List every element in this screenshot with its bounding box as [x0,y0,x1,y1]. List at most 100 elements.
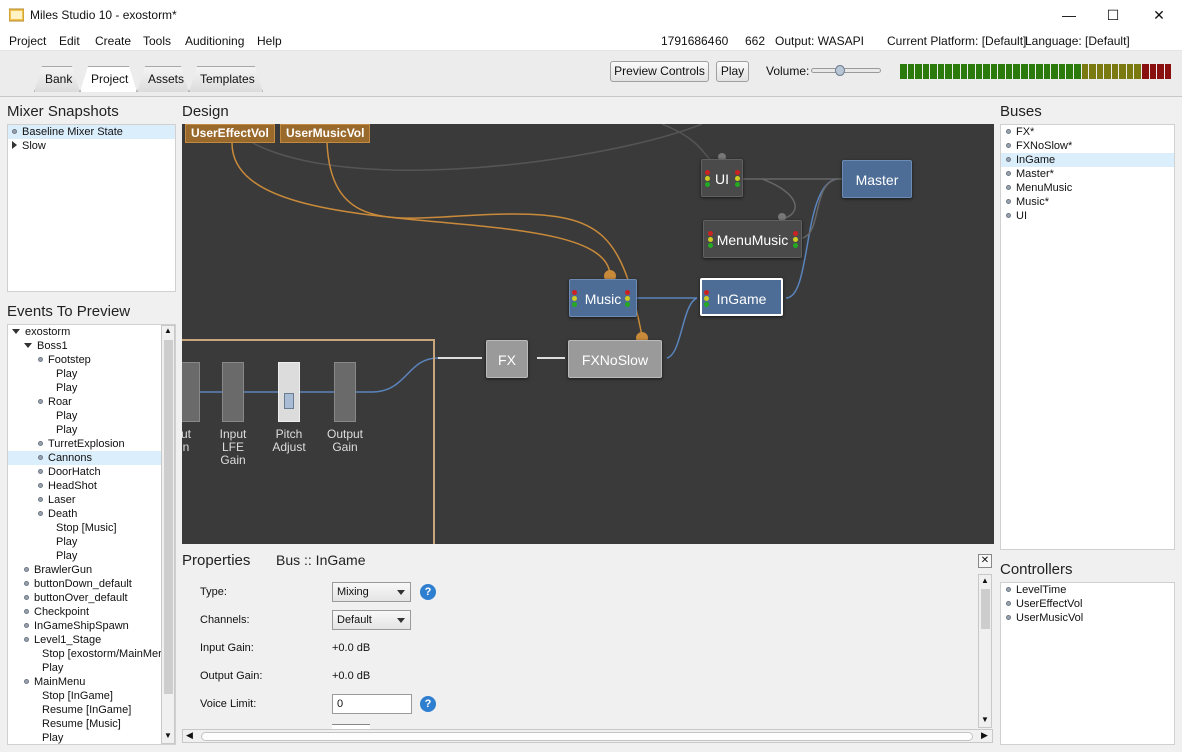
bus-list-item[interactable]: Music* [1001,195,1174,209]
type-help-icon[interactable]: ? [420,584,436,600]
node-ingame[interactable]: InGame [700,278,783,316]
menu-project[interactable]: Project [9,34,47,48]
bus-list-item[interactable]: FXNoSlow* [1001,139,1174,153]
collapse-arrow-icon[interactable] [12,329,20,334]
snapshot-slow[interactable]: Slow [8,139,46,153]
controller-list-item[interactable]: UserMusicVol [1001,611,1174,625]
menu-edit[interactable]: Edit [59,34,80,48]
volume-label: Volume: [766,64,810,78]
minimize-button[interactable]: — [1062,7,1076,23]
event-tree-item[interactable]: Resume [InGame] [8,703,161,717]
slider-input-lfe-gain[interactable] [222,362,244,422]
snapshot-baseline[interactable]: Baseline Mixer State [8,125,175,139]
event-tree-item[interactable]: Laser [8,493,161,507]
bus-list-item[interactable]: Master* [1001,167,1174,181]
event-tree-item[interactable]: Play [8,409,161,423]
scroll-down-icon[interactable]: ▼ [981,715,989,724]
bullet-icon [1006,601,1011,606]
channels-select[interactable]: Default [332,610,411,630]
maximize-button[interactable]: ☐ [1106,7,1120,23]
node-fx[interactable]: FX [486,340,528,378]
event-tree-item[interactable]: Footstep [8,353,161,367]
event-tree-item[interactable]: Stop [exostorm/MainMer [8,647,162,661]
volume-slider-thumb[interactable] [834,65,845,76]
node-label: UI [715,171,729,187]
play-button[interactable]: Play [716,61,749,82]
event-tree-item[interactable]: DoorHatch [8,465,161,479]
node-master[interactable]: Master [842,160,912,198]
tab-templates[interactable]: Templates [189,66,263,92]
event-tree-item[interactable]: Roar [8,395,161,409]
event-tree-item[interactable]: Stop [Music] [8,521,161,535]
event-tree-item[interactable]: Death [8,507,161,521]
event-tree-item[interactable]: HeadShot [8,479,161,493]
event-tree-item[interactable]: exostorm [8,325,161,339]
slider-pitch-adjust[interactable] [278,362,300,422]
scroll-right-icon[interactable]: ▶ [981,730,988,740]
volume-slider[interactable] [811,65,881,76]
controller-node-usermusicvol[interactable]: UserMusicVol [280,124,371,143]
scroll-up-icon[interactable]: ▲ [164,326,172,335]
scroll-down-icon[interactable]: ▼ [164,731,172,740]
tab-bank[interactable]: Bank [34,66,80,92]
menu-create[interactable]: Create [95,34,132,48]
event-tree-item[interactable]: Play [8,381,161,395]
scroll-left-icon[interactable]: ◀ [186,730,193,740]
clipped-row [200,724,370,730]
scrollbar-thumb[interactable] [164,340,173,694]
controller-list-item[interactable]: LevelTime [1001,583,1174,597]
event-tree-item[interactable]: buttonOver_default [8,591,161,605]
design-canvas[interactable]: UserEffectVol UserMusicVol UI Master Men… [182,124,994,544]
event-tree-item[interactable]: Checkpoint [8,605,161,619]
bus-list-item[interactable]: MenuMusic [1001,181,1174,195]
controller-node-usereffectvol[interactable]: UserEffectVol [185,124,275,143]
close-properties-button[interactable]: ✕ [978,554,992,568]
type-select[interactable]: Mixing [332,582,411,602]
event-tree-item[interactable]: Cannons [8,451,161,465]
voice-limit-input[interactable]: 0 [332,694,412,714]
event-tree-item[interactable]: buttonDown_default [8,577,161,591]
type-label: Type: [200,586,227,598]
event-tree-item[interactable]: InGameShipSpawn [8,619,161,633]
event-tree-item[interactable]: Play [8,423,161,437]
slider-input-gain[interactable] [182,362,200,422]
voice-limit-help-icon[interactable]: ? [420,696,436,712]
event-tree-item[interactable]: Resume [Music] [8,717,161,731]
event-tree-item[interactable]: Play [8,535,161,549]
tab-assets[interactable]: Assets [137,66,189,92]
bus-list-item[interactable]: InGame [1001,153,1174,167]
close-button[interactable]: ✕ [1153,7,1165,23]
bus-list-item[interactable]: UI [1001,209,1174,223]
slider-output-gain[interactable] [334,362,356,422]
event-tree-item[interactable]: Level1_Stage [8,633,161,647]
node-fxnoslow[interactable]: FXNoSlow [568,340,662,378]
scrollbar-thumb[interactable] [201,732,973,741]
scrollbar-thumb[interactable] [981,589,990,629]
controller-list-item[interactable]: UserEffectVol [1001,597,1174,611]
menu-help[interactable]: Help [257,34,282,48]
menu-tools[interactable]: Tools [143,34,172,48]
properties-vscrollbar[interactable]: ▲ ▼ [978,574,992,728]
list-item-label: UI [1016,210,1027,222]
preview-controls-button[interactable]: Preview Controls [610,61,709,82]
event-tree-item[interactable]: MainMenu [8,675,161,689]
event-tree-item[interactable]: Play [8,549,161,563]
scroll-up-icon[interactable]: ▲ [981,576,989,585]
menu-auditioning[interactable]: Auditioning [185,34,245,48]
properties-hscrollbar[interactable]: ◀ ▶ [182,729,993,743]
tab-project[interactable]: Project [80,66,137,92]
event-tree-item[interactable]: Play [8,731,161,744]
event-tree-item[interactable]: TurretExplosion [8,437,161,451]
event-tree-item[interactable]: Stop [InGame] [8,689,161,703]
slider-thumb[interactable] [284,393,294,409]
node-menumusic[interactable]: MenuMusic [703,220,802,258]
event-tree-item[interactable]: Boss1 [8,339,161,353]
collapse-arrow-icon[interactable] [24,343,32,348]
event-tree-item[interactable]: Play [8,367,161,381]
event-tree-item[interactable]: BrawlerGun [8,563,161,577]
output-gain-value[interactable]: +0.0 dB [332,670,371,682]
event-tree-item[interactable]: Play [8,661,161,675]
events-scrollbar[interactable]: ▲ ▼ [161,325,175,744]
bus-list-item[interactable]: FX* [1001,125,1174,139]
input-gain-value[interactable]: +0.0 dB [332,642,371,654]
